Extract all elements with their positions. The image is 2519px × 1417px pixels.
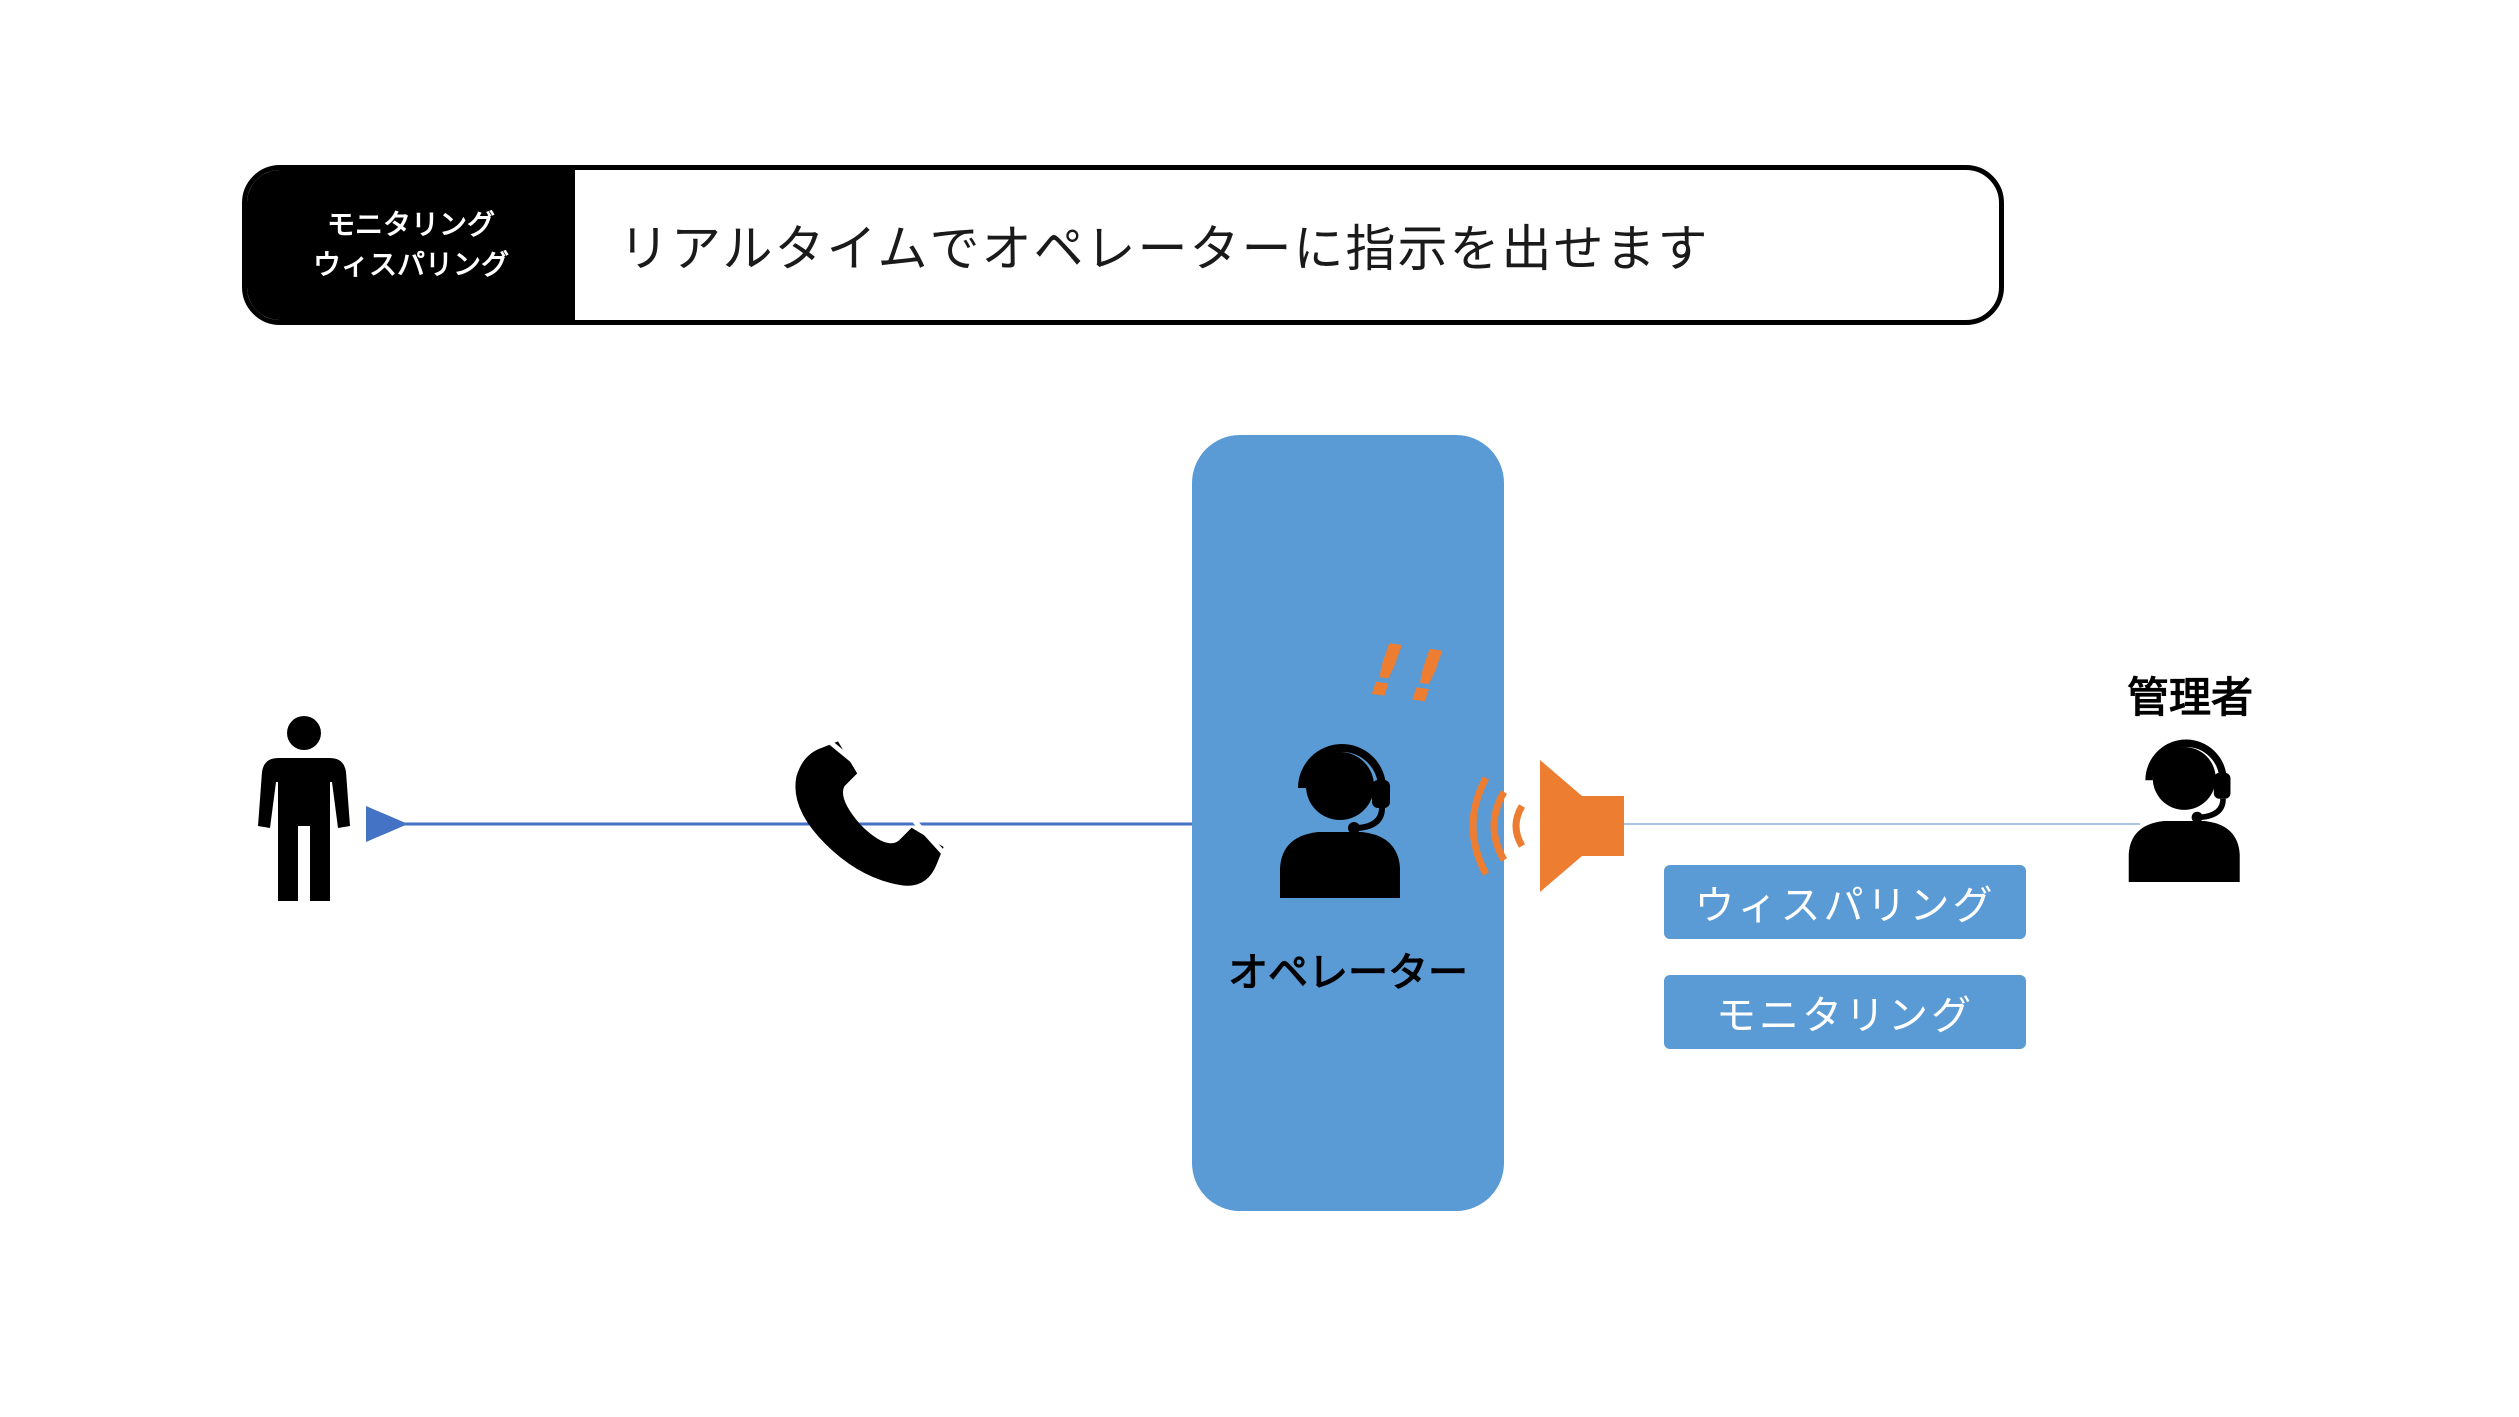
banner-description: リアルタイムでオペレーターに指示を出せます [619,220,1710,278]
alert-marks: !! [1364,626,1458,722]
person-icon [258,716,350,901]
monitor-tag: モニタリング [1664,975,2026,1049]
operator-panel [1192,435,1504,1211]
whisper-tag: ウィスパリング [1664,865,2026,939]
phone-icon [795,736,949,886]
operator-label: オペレーター [1228,950,1468,996]
speaker-icon [1469,760,1624,892]
operator-headset-icon [1280,744,1400,898]
manager-label: 管理者 [2126,673,2253,722]
banner-tag-line2: ウィスパリング [312,248,509,281]
banner-tag: モニタリング ウィスパリング [247,170,575,320]
manager-headset-icon [2128,739,2240,882]
banner-tag-line1: モニタリング [326,208,495,241]
header-banner: モニタリング ウィスパリング リアルタイムでオペレーターに指示を出せます [242,165,2004,325]
